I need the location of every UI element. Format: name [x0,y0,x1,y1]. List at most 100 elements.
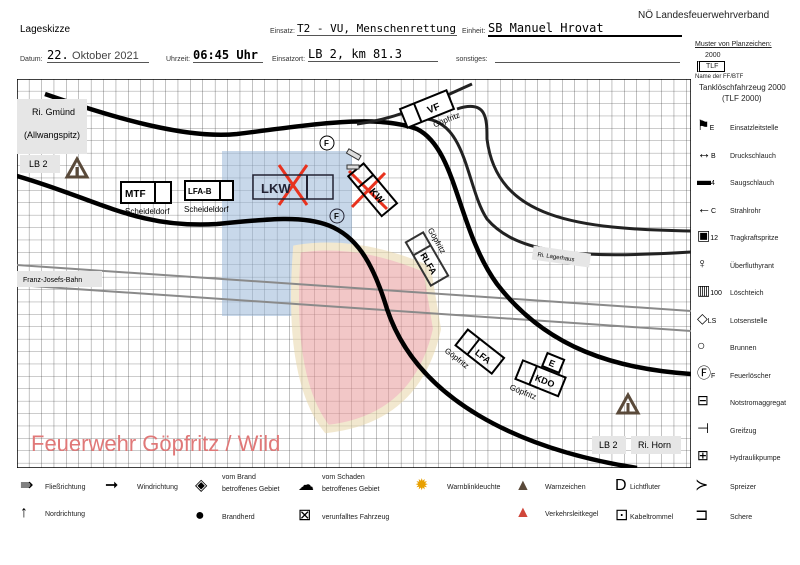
situation-map: Feuerwehr Göpfritz / Wild Ri. Gmünd (All… [17,79,691,468]
sample-number: 2000 [705,52,721,59]
einheit-field[interactable]: SB Manuel Hrovat [488,21,682,37]
warning-triangle-icon [615,391,641,415]
datum-month-year: Oktober 2021 [72,50,139,62]
datum-day: 22. [47,48,69,62]
icon-glyph: E [709,125,715,132]
einheit-label: Einheit: [462,28,486,35]
railway [17,264,691,332]
legend-label: Löschteich [730,290,764,297]
sonstiges-label: sonstiges: [456,56,488,63]
svg-text:Scheideldorf: Scheideldorf [184,205,229,214]
legend-label: Druckschlauch [730,152,776,160]
crashed-cross-icon [347,169,389,211]
label-lb2-right: LB 2 [599,440,618,450]
legend-label: Fließrichtung [45,484,86,491]
legend-label: Greifzug [730,427,757,435]
warning-triangle-icon [64,155,90,179]
svg-text:F: F [334,212,339,221]
label-ri-lagerhaus: Ri. Lagerhaus [537,252,575,263]
label-ri-gmuend: Ri. Gmünd [32,107,75,117]
pond-icon: ▥100 [697,282,722,298]
cutter-icon: ⊐ [695,507,709,524]
legend-label: Schere [730,514,753,521]
page-title: Lageskizze [20,24,71,35]
hydrant-icon: ♀ [697,254,708,271]
legend-label: Lichtfluter [630,484,661,491]
legend-label: Strahlrohr [730,207,761,215]
legend-label: betroffenes Gebiet [222,486,280,493]
cable-drum-icon: ⊡ [615,507,629,524]
warning-beacon-icon: ✹ [415,477,429,494]
label-ri-horn: Ri. Horn [638,440,671,450]
wind-direction-icon: ➞ [105,477,119,494]
icon-glyph: 4 [711,180,715,187]
legend-label: Brandherd [222,514,255,521]
icon-glyph: F [711,372,716,380]
well-icon: ○ [697,337,706,353]
legend-label: Windrichtung [137,484,178,491]
nozzle-icon: ←C [697,199,717,216]
legend-label: vom Brand [222,474,256,481]
label-allwangspitz: (Allwangspitz) [24,130,80,140]
datum-field[interactable]: 22. Oktober 2021 [47,48,149,63]
warning-triangle-icon: ▲ [515,477,531,494]
portable-pump-icon: ▣12 [697,227,719,243]
org-name: NÖ Landesfeuerwehrverband [638,10,770,21]
flow-direction-icon: ⇛ [20,477,34,494]
road-lb2 [17,91,691,468]
legend-label: Tragkraftspritze [730,235,779,242]
vehicle-lkw-crashed[interactable]: LKW [252,174,334,200]
generator-icon: ⊟ [697,392,709,408]
legend-label: verunfalltes Fahrzeug [322,514,390,521]
svg-text:E: E [547,358,556,370]
uhrzeit-field[interactable]: 06:45 Uhr [193,48,263,63]
traffic-cone-icon: ▲ [515,504,531,521]
icon-glyph: 12 [710,235,719,242]
hydraulic-pump-icon: ⊞ [697,447,709,463]
fire-area-icon: ◈ [195,477,208,494]
svg-text:LKW: LKW [261,181,291,196]
extinguisher-icon: F F [319,135,345,224]
damage-area-icon: ☁ [298,477,314,494]
fire-source-icon: ● [195,507,205,524]
extinguisher-icon: ⒻF [697,364,716,381]
legend-label: Verkehrsleitkegel [545,511,599,518]
spreader-icon: ≻ [695,477,709,494]
legend-label: vom Schaden [322,474,365,481]
svg-text:LFA-B: LFA-B [188,187,212,196]
svg-text:VF: VF [426,101,442,116]
legend-label: betroffenes Gebiet [322,486,380,493]
einsatzort-label: Einsatzort: [272,56,306,63]
vehicle-lfa-b[interactable]: LFA-B Scheideldorf [184,180,234,214]
einsatz-label: Einsatz: [270,28,295,35]
icon-glyph: C [711,207,717,215]
svg-text:F: F [324,139,329,148]
legend-label: Spreizer [730,484,757,491]
einsatz-field[interactable]: T2 - VU, Menschenrettung [297,22,457,36]
legend-label: Einsatzleitstelle [730,125,779,132]
winch-icon: ⊣ [697,419,710,436]
icon-glyph: B [711,152,716,160]
svg-text:MTF: MTF [125,189,146,200]
legend-label: Warnblinkleuchte [447,484,501,491]
legend-label: Saugschlauch [730,180,774,187]
sample-name-label: Name der FF/BTF [695,74,744,80]
einsatzort-field[interactable]: LB 2, km 81.3 [308,47,438,62]
flag-e-icon: ⚑E [697,117,715,133]
sample-desc-abbr: (TLF 2000) [722,94,762,103]
vehicle-mtf[interactable]: MTF Scheideldorf [120,181,172,216]
legend-label: Brunnen [730,345,757,352]
datum-label: Datum: [20,56,43,63]
sonstiges-field[interactable] [495,50,680,63]
sample-vehicle-tlf: TLF [697,61,726,72]
legend-label: Feuerlöscher [730,372,771,380]
label-lb2-left: LB 2 [29,159,48,169]
legend-label: Hydraulikpumpe [730,455,781,462]
legend-label: Warnzeichen [545,484,586,491]
icon-glyph: 100 [710,290,722,297]
sidebar-title: Muster von Planzeichen: [695,41,772,48]
crashed-vehicle-icon: ⊠ [298,507,312,524]
legend-label: Kabeltrommel [630,514,674,521]
watermark-text: Feuerwehr Göpfritz / Wild [31,431,280,456]
